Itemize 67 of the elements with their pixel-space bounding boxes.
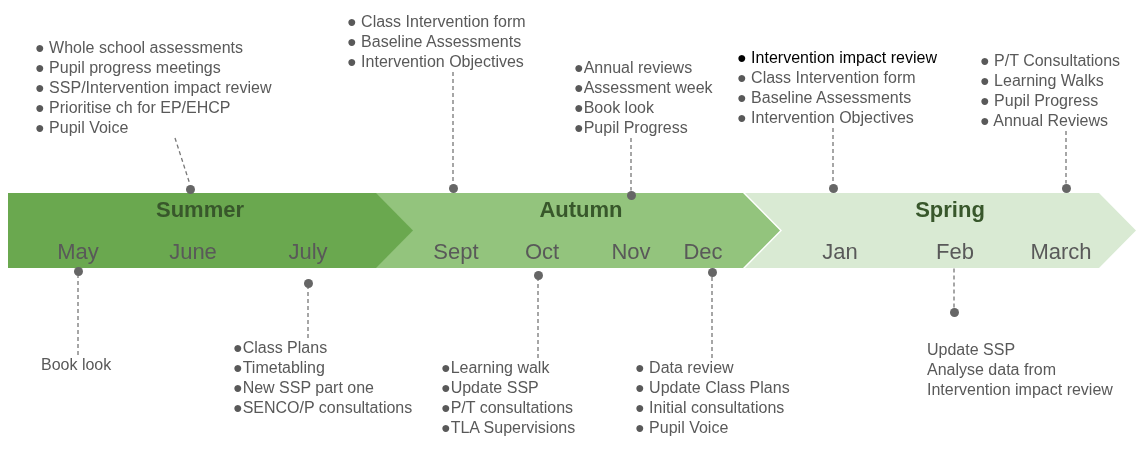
month-label: Sept <box>433 239 479 265</box>
timeline-dot <box>185 184 195 194</box>
list-item: ● Pupil progress meetings <box>35 58 222 78</box>
timeline-dot <box>73 266 83 276</box>
list-item: ● Baseline Assessments <box>737 88 913 108</box>
timeline-band <box>745 193 1136 268</box>
note-text: Analyse data from Intervention impact review <box>927 360 1114 400</box>
leader-line <box>1065 130 1067 185</box>
leader-line <box>537 278 539 359</box>
month-label: Nov <box>611 239 651 265</box>
timeline-dot <box>626 190 636 200</box>
list-item: ●Class Plans <box>233 338 329 358</box>
list-item: ● Intervention Objectives <box>347 52 525 72</box>
list-item: ●Update SSP <box>441 378 540 398</box>
list-item: ● Initial consultations <box>635 398 786 418</box>
month-label: July <box>288 239 328 265</box>
list-item: ● Pupil Voice <box>35 118 130 138</box>
month-label: June <box>169 239 217 265</box>
timeline-dot <box>828 183 838 193</box>
leader-line <box>630 137 632 192</box>
list-item: ● Pupil Progress <box>980 91 1100 111</box>
month-label: March <box>1030 239 1092 265</box>
note-text: Book look <box>41 355 112 375</box>
list-item: ● SSP/Intervention impact review <box>35 78 272 98</box>
list-item: ●Pupil Progress <box>574 118 689 138</box>
list-item: ● Baseline Assessments <box>347 32 523 52</box>
list-item: ●SENCO/P consultations <box>233 398 413 418</box>
list-item: ● Update Class Plans <box>635 378 790 398</box>
month-label: Feb <box>936 239 974 265</box>
timeline-band <box>8 193 413 268</box>
month-label: Jan <box>822 239 858 265</box>
list-item: ●Book look <box>574 98 655 118</box>
list-item: ● Class Intervention form <box>737 68 917 88</box>
list-item: ●Timetabling <box>233 358 326 378</box>
timeline-dot <box>707 267 717 277</box>
list-item: ●New SSP part one <box>233 378 375 398</box>
list-item: ● Intervention Objectives <box>737 108 915 128</box>
list-item: ●Annual reviews <box>574 58 694 78</box>
season-label: Autumn <box>539 197 623 223</box>
list-item: ● Prioritise ch for EP/EHCP <box>35 98 232 118</box>
leader-line <box>307 286 309 339</box>
season-label: Summer <box>156 197 244 223</box>
leader-line <box>711 275 713 359</box>
list-item: ● Learning Walks <box>980 71 1105 91</box>
list-item: ● Intervention impact review <box>737 48 937 68</box>
list-item: ● Class Intervention form <box>347 12 526 32</box>
month-label: Oct <box>524 239 560 265</box>
season-label: Spring <box>915 197 985 223</box>
list-item: ●Assessment week <box>574 78 713 98</box>
month-label: Dec <box>683 239 723 265</box>
leader-line <box>77 274 79 356</box>
timeline-dot <box>448 183 458 193</box>
list-item: ● Pupil Voice <box>635 418 730 438</box>
leader-line <box>953 267 955 309</box>
note-text: Update SSP <box>927 340 1017 360</box>
timeline-dot <box>303 278 313 288</box>
month-label: May <box>57 239 99 265</box>
list-item: ●TLA Supervisions <box>441 418 576 438</box>
list-item: ● Whole school assessments <box>35 38 244 58</box>
timeline-dot <box>1061 183 1071 193</box>
list-item: ● Data review <box>635 358 735 378</box>
list-item: ● P/T Consultations <box>980 51 1121 71</box>
list-item: ●P/T consultations <box>441 398 575 418</box>
timeline-dot <box>949 307 959 317</box>
list-item: ●Learning walk <box>441 358 551 378</box>
list-item: ● Annual Reviews <box>980 111 1109 131</box>
timeline-dot <box>533 270 543 280</box>
